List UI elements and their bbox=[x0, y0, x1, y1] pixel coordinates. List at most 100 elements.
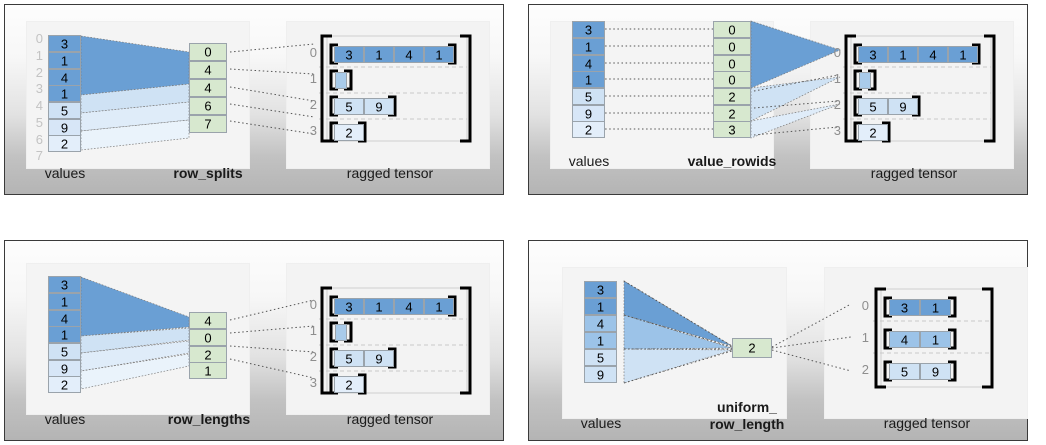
tensor-cell[interactable]: 2 bbox=[334, 376, 364, 393]
value-cell[interactable]: 2 bbox=[48, 376, 81, 393]
encoding-label: row_splits bbox=[173, 165, 243, 181]
tensor-cell[interactable]: 1 bbox=[424, 46, 454, 63]
value-cell[interactable]: 9 bbox=[48, 119, 81, 136]
value-cell[interactable]: 1 bbox=[584, 332, 617, 349]
value-cell[interactable]: 5 bbox=[48, 102, 81, 119]
value-cell[interactable]: 1 bbox=[48, 85, 81, 102]
row-splits-cell[interactable]: 4 bbox=[189, 61, 227, 79]
row-lengths-cell[interactable]: 2 bbox=[189, 346, 227, 363]
value-index: 1 bbox=[35, 48, 43, 63]
value-cell[interactable]: 9 bbox=[48, 360, 81, 377]
connector-graphics-row-splits bbox=[80, 34, 472, 151]
tensor-cell[interactable]: 1 bbox=[920, 299, 951, 316]
tensor-cell[interactable]: 3 bbox=[334, 298, 364, 315]
value-cell[interactable]: 2 bbox=[572, 121, 605, 138]
value-cell-text: 1 bbox=[60, 86, 69, 101]
value-cell[interactable]: 5 bbox=[48, 343, 81, 360]
value-rowids-cell-text: 0 bbox=[728, 72, 736, 87]
value-cell[interactable]: 3 bbox=[572, 21, 605, 38]
value-cell-text: 2 bbox=[60, 377, 69, 392]
tensor-cell[interactable]: 1 bbox=[948, 46, 978, 63]
value-cell[interactable]: 1 bbox=[572, 38, 605, 55]
value-cell[interactable]: 1 bbox=[48, 326, 81, 343]
tensor-cell-text: 9 bbox=[375, 351, 383, 366]
tensor-cell[interactable]: 5 bbox=[334, 350, 364, 367]
tensor-cell[interactable]: 1 bbox=[364, 46, 394, 63]
ragged-row-index: 0 bbox=[309, 297, 317, 312]
value-rowids-cell[interactable]: 0 bbox=[713, 21, 751, 38]
tensor-cell-text: 5 bbox=[869, 99, 877, 114]
tensor-cell-text: 5 bbox=[900, 364, 909, 379]
value-cell-text: 9 bbox=[60, 361, 69, 376]
value-cell[interactable]: 1 bbox=[48, 293, 81, 310]
value-cell[interactable]: 9 bbox=[584, 366, 617, 383]
tensor-cell[interactable]: 2 bbox=[334, 124, 364, 141]
value-cell-text: 1 bbox=[60, 294, 69, 309]
tensor-cell-text: 9 bbox=[375, 99, 383, 114]
tensor-cell[interactable]: 3 bbox=[858, 46, 888, 63]
tensor-cell[interactable]: 5 bbox=[889, 363, 920, 380]
tensor-cell-text: 1 bbox=[375, 299, 383, 314]
tensor-cell[interactable]: 1 bbox=[364, 298, 394, 315]
tensor-cell[interactable]: 1 bbox=[888, 46, 918, 63]
tensor-cell[interactable]: 1 bbox=[424, 298, 454, 315]
ragged-row-index: 3 bbox=[833, 123, 841, 138]
ragged-row-index: 2 bbox=[309, 97, 317, 112]
encoding-label-line2: row_length bbox=[709, 416, 785, 432]
ragged-row-index: 1 bbox=[861, 330, 869, 345]
tensor-cell[interactable]: 5 bbox=[334, 98, 364, 115]
value-cell-text: 2 bbox=[584, 122, 593, 137]
row-splits-cell[interactable]: 0 bbox=[189, 43, 227, 61]
tensor-cell[interactable]: 4 bbox=[394, 298, 424, 315]
row-lengths-cell[interactable]: 0 bbox=[189, 329, 227, 346]
tensor-cell-text: 2 bbox=[345, 125, 353, 140]
row-lengths-cell[interactable]: 1 bbox=[189, 362, 227, 379]
row-splits-cell[interactable]: 4 bbox=[189, 79, 227, 97]
value-cell[interactable]: 4 bbox=[48, 69, 81, 86]
value-rowids-cell-text: 0 bbox=[728, 22, 736, 37]
value-cell[interactable]: 3 bbox=[48, 276, 81, 293]
value-rowids-cell[interactable]: 0 bbox=[713, 71, 751, 88]
ragged-row-index: 1 bbox=[309, 71, 317, 86]
tensor-cell[interactable]: 4 bbox=[394, 46, 424, 63]
value-cell[interactable]: 1 bbox=[584, 298, 617, 315]
tensor-cell[interactable]: 3 bbox=[334, 46, 364, 63]
tensor-cell[interactable]: 3 bbox=[889, 299, 920, 316]
value-rowids-cell[interactable]: 2 bbox=[713, 88, 751, 105]
value-cell[interactable]: 3 bbox=[48, 35, 81, 52]
value-cell[interactable]: 5 bbox=[572, 88, 605, 105]
row-lengths-cell[interactable]: 4 bbox=[189, 312, 227, 329]
tensor-cell-empty bbox=[335, 72, 347, 89]
value-rowids-cell[interactable]: 0 bbox=[713, 38, 751, 55]
value-cell[interactable]: 2 bbox=[48, 135, 81, 152]
value-cell[interactable]: 4 bbox=[572, 55, 605, 72]
value-index: 3 bbox=[35, 81, 43, 96]
value-rowids-cell[interactable]: 0 bbox=[713, 55, 751, 72]
value-rowids-cell[interactable]: 2 bbox=[713, 105, 751, 122]
value-index: 2 bbox=[35, 65, 43, 80]
tensor-cell[interactable]: 5 bbox=[858, 98, 888, 115]
value-cell[interactable]: 4 bbox=[584, 315, 617, 332]
tensor-cell[interactable]: 9 bbox=[364, 350, 394, 367]
value-rowids-cell-text: 2 bbox=[728, 106, 736, 121]
tensor-cell[interactable]: 9 bbox=[888, 98, 918, 115]
tensor-cell[interactable]: 4 bbox=[889, 331, 920, 348]
uniform-row-length-cell[interactable]: 2 bbox=[732, 338, 772, 358]
row-splits-cell[interactable]: 6 bbox=[189, 97, 227, 115]
row-splits-cell[interactable]: 7 bbox=[189, 115, 227, 133]
value-cell[interactable]: 5 bbox=[584, 349, 617, 366]
tensor-cell[interactable]: 2 bbox=[858, 124, 888, 141]
value-cell[interactable]: 1 bbox=[572, 71, 605, 88]
ragged-row-index: 0 bbox=[861, 298, 869, 313]
tensor-cell[interactable]: 9 bbox=[364, 98, 394, 115]
value-cell[interactable]: 4 bbox=[48, 310, 81, 327]
value-rowids-cell[interactable]: 3 bbox=[713, 121, 751, 138]
panel-row-lengths: 3 1 4 1 5 9 2 4 0 2 1 0 1 2 3 3 1 4 1 5 bbox=[4, 240, 504, 441]
value-cell[interactable]: 3 bbox=[584, 281, 617, 298]
value-cell[interactable]: 1 bbox=[48, 52, 81, 69]
tensor-cell[interactable]: 9 bbox=[920, 363, 951, 380]
value-cell[interactable]: 9 bbox=[572, 105, 605, 122]
value-cell-text: 5 bbox=[60, 103, 69, 118]
tensor-cell[interactable]: 1 bbox=[920, 331, 951, 348]
tensor-cell[interactable]: 4 bbox=[918, 46, 948, 63]
